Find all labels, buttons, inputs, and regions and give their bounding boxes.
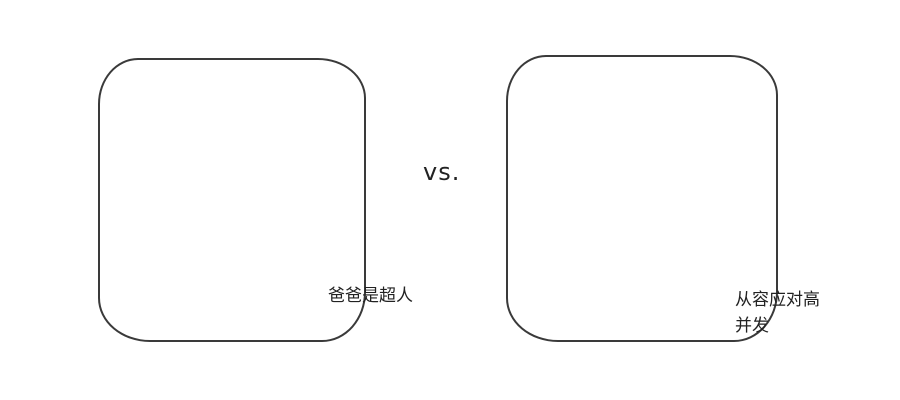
vs-label: vs. [423,158,461,186]
right-panel [506,55,778,342]
left-panel [98,58,366,342]
left-caption: 爸爸是超人 [328,286,413,306]
right-caption: 从容应对高并发 [735,290,820,336]
